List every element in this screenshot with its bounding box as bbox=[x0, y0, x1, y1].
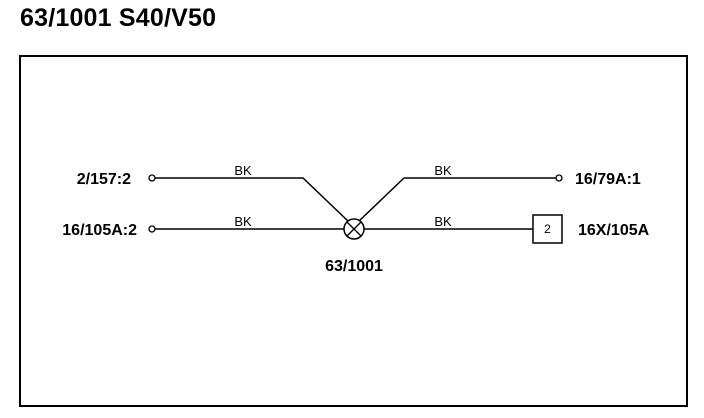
wire-color-left-bottom: BK bbox=[234, 214, 252, 229]
splice-icon bbox=[343, 218, 365, 240]
connector-pin-number: 2 bbox=[544, 222, 551, 236]
diagram-frame bbox=[19, 55, 688, 407]
wire-color-right-top: BK bbox=[434, 163, 452, 178]
wire-color-right-bottom: BK bbox=[434, 214, 452, 229]
connector-label-right-bottom: 16X/105A bbox=[578, 222, 650, 239]
connector-label-left-bottom: 16/105A:2 bbox=[62, 222, 137, 239]
splice-label: 63/1001 bbox=[325, 258, 383, 275]
connector-label-left-top: 2/157:2 bbox=[77, 171, 131, 188]
connector-box bbox=[532, 214, 563, 244]
wire-left-top bbox=[155, 177, 350, 223]
connector-label-right-top: 16/79A:1 bbox=[575, 171, 641, 188]
terminal-left-bottom bbox=[148, 225, 156, 233]
terminal-right-top bbox=[555, 174, 563, 182]
terminal-left-top bbox=[148, 174, 156, 182]
wire-right-top bbox=[357, 177, 556, 223]
page-title: 63/1001 S40/V50 bbox=[20, 4, 217, 32]
wire-color-left-top: BK bbox=[234, 163, 252, 178]
